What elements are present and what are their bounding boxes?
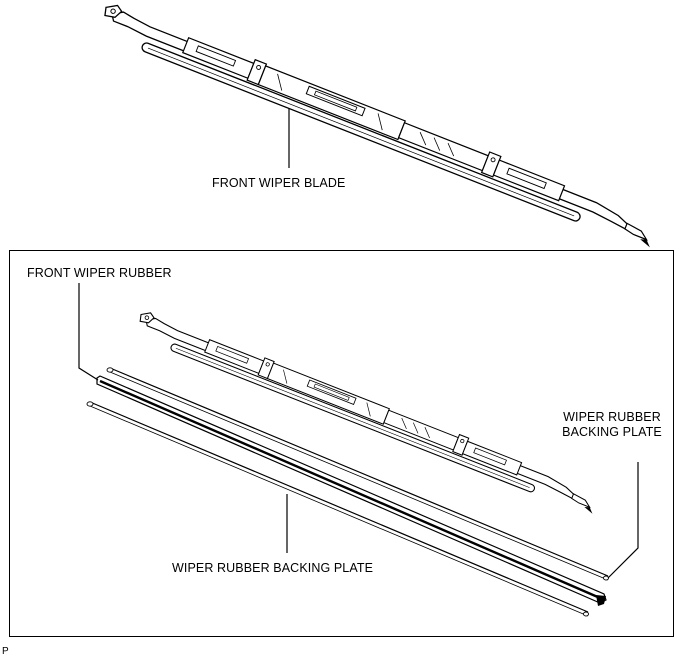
front-wiper-rubber (96, 375, 607, 606)
backing-plate-right-label-line1: WIPER RUBBER (563, 410, 661, 424)
backing-plate-right-leader (607, 462, 639, 579)
backing-plate-upper (106, 367, 609, 581)
front-wiper-rubber-label: FRONT WIPER RUBBER (27, 266, 172, 280)
front-wiper-rubber-leader (78, 283, 99, 381)
corner-code: P (2, 646, 9, 657)
exploded-view-frame (9, 250, 674, 637)
backing-plate-right-label-line2: BACKING PLATE (562, 425, 662, 439)
backing-plate-bottom-label: WIPER RUBBER BACKING PLATE (172, 561, 374, 575)
front-wiper-blade-label: FRONT WIPER BLADE (212, 176, 346, 190)
backing-plate-lower (86, 401, 589, 617)
backing-plate-right-label: WIPER RUBBER BACKING PLATE (556, 410, 668, 440)
front-wiper-blade-drawing (95, 1, 662, 251)
